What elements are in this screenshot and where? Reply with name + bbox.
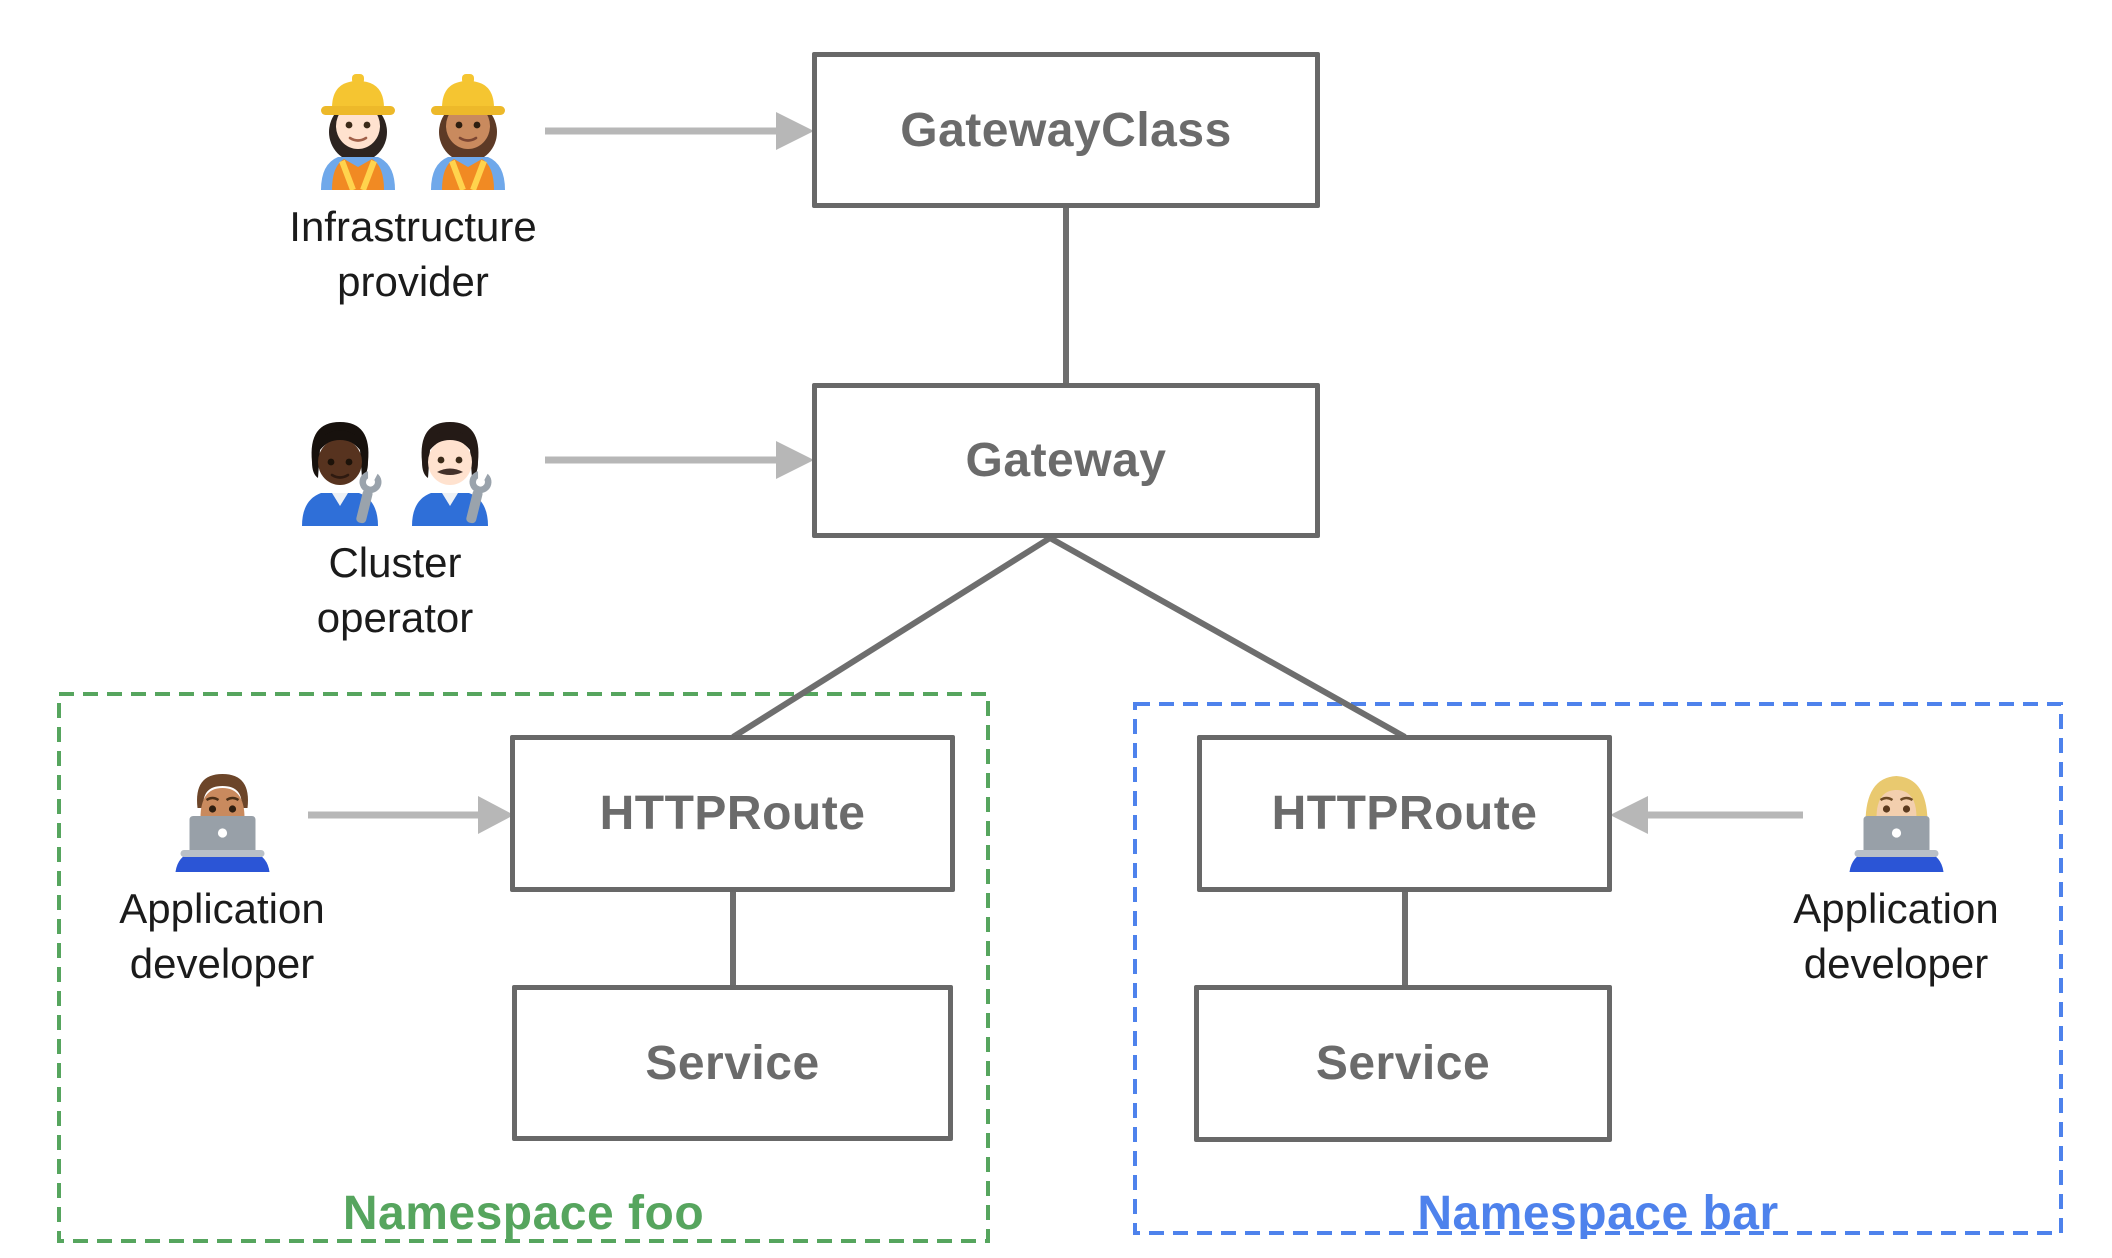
service-bar-label: Service <box>1315 1037 1491 1090</box>
arrowhead-icon <box>776 441 814 479</box>
arrowhead-icon <box>478 796 514 834</box>
edge-gateway-httproute-foo <box>731 535 1052 740</box>
woman-construction-worker-light-icon <box>321 74 395 190</box>
namespace-foo-outline <box>57 692 990 1243</box>
persona-cluster-operator: Cluster operator <box>240 398 550 645</box>
httproute-bar-label: HTTPRoute <box>1271 787 1538 840</box>
gateway-box: Gateway <box>812 383 1320 538</box>
service-foo-box: Service <box>512 985 953 1141</box>
persona-application-developer-foo: Application developer <box>72 752 372 991</box>
gatewayclass-label: GatewayClass <box>900 103 1232 157</box>
application-developer-foo-label: Application developer <box>119 885 325 987</box>
cluster-operator-label: Cluster operator <box>316 539 474 641</box>
person-mechanic-dark-icon <box>302 422 382 526</box>
namespace-bar-label: Namespace bar <box>1417 1187 1779 1240</box>
infrastructure-provider-label: Infrastructure provider <box>289 203 537 305</box>
woman-technologist-icon <box>1849 776 1943 872</box>
httproute-foo-label: HTTPRoute <box>599 787 866 840</box>
man-technologist-icon <box>175 774 269 872</box>
service-foo-label: Service <box>645 1036 820 1090</box>
httproute-bar-box: HTTPRoute <box>1197 735 1612 892</box>
namespace-bar-outline <box>1133 702 2063 1235</box>
cluster-operator-icons <box>290 398 500 526</box>
connectors <box>730 208 1408 985</box>
persona-infrastructure-provider: Infrastructure provider <box>258 62 568 309</box>
woman-construction-worker-medium-icon <box>431 74 505 190</box>
man-mechanic-light-icon <box>412 422 492 526</box>
arrowhead-icon <box>776 112 814 150</box>
infrastructure-provider-icons <box>308 62 518 190</box>
application-developer-bar-label: Application developer <box>1793 885 1999 987</box>
httproute-foo-box: HTTPRoute <box>510 735 955 892</box>
gatewayclass-box: GatewayClass <box>812 52 1320 208</box>
namespace-foo-label: Namespace foo <box>342 1187 705 1240</box>
application-developer-bar-icons <box>1839 752 1954 872</box>
persona-arrows <box>308 112 1803 834</box>
application-developer-foo-arrow <box>308 796 514 834</box>
service-bar-box: Service <box>1194 985 1612 1142</box>
application-developer-foo-icons <box>165 752 280 872</box>
edge-gateway-httproute-bar <box>1048 535 1407 740</box>
gateway-label: Gateway <box>965 434 1167 487</box>
cluster-operator-arrow <box>545 441 814 479</box>
arrowhead-icon <box>1610 796 1648 834</box>
infrastructure-provider-arrow <box>545 112 814 150</box>
persona-application-developer-bar: Application developer <box>1746 752 2046 991</box>
application-developer-bar-arrow <box>1610 796 1803 834</box>
